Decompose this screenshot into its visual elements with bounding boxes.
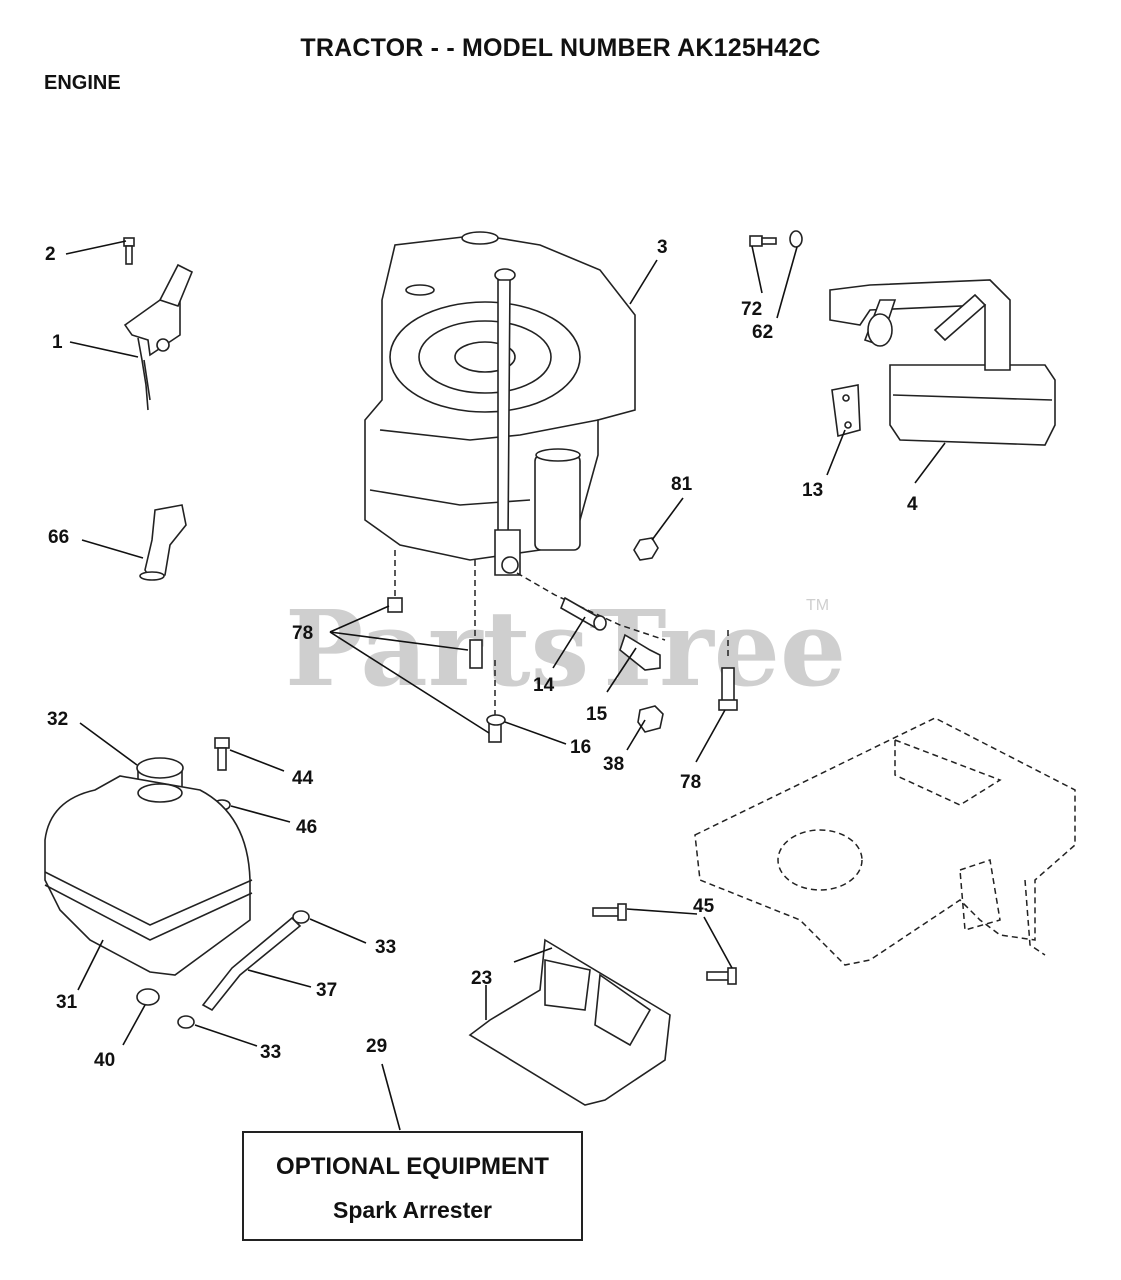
part-1-throttle-control[interactable] xyxy=(123,263,194,411)
part-44-screw[interactable] xyxy=(214,737,230,771)
part-66-knob[interactable] xyxy=(139,504,187,581)
callout-16: 16 xyxy=(570,737,591,758)
callout-4: 4 xyxy=(907,494,918,515)
callout-46: 46 xyxy=(296,817,317,838)
callout-81: 81 xyxy=(671,474,693,495)
part-3-engine[interactable] xyxy=(364,231,636,576)
callout-3: 3 xyxy=(657,237,668,258)
callout-2: 2 xyxy=(45,244,56,265)
callout-40: 40 xyxy=(94,1050,115,1071)
leader-lines xyxy=(65,240,946,1131)
callout-38: 38 xyxy=(603,754,624,775)
part-81-nut[interactable] xyxy=(633,537,659,561)
page-title: TRACTOR - - MODEL NUMBER AK125H42C xyxy=(300,34,821,62)
callout-31: 31 xyxy=(56,992,78,1013)
part-14-spacer[interactable] xyxy=(559,596,607,631)
callout-62: 62 xyxy=(752,322,773,343)
part-33-clamp-upper[interactable] xyxy=(292,910,310,924)
callout-23: 23 xyxy=(471,968,492,989)
callout-45: 45 xyxy=(693,896,715,917)
part-16-washer[interactable] xyxy=(486,714,506,726)
watermark-tm: TM xyxy=(806,597,829,614)
part-40-grommet[interactable] xyxy=(136,988,160,1006)
part-4-muffler[interactable] xyxy=(829,279,1056,446)
callout-78-right: 78 xyxy=(680,772,701,793)
callout-78-left: 78 xyxy=(292,623,313,644)
section-label: ENGINE xyxy=(44,72,121,94)
part-15-drain[interactable] xyxy=(619,633,661,671)
part-62-washer[interactable] xyxy=(789,230,803,248)
callout-33-lower: 33 xyxy=(260,1042,281,1063)
callout-72: 72 xyxy=(741,299,762,320)
optional-equipment-title: OPTIONAL EQUIPMENT xyxy=(276,1153,549,1180)
part-31-fuel-tank[interactable] xyxy=(44,775,253,976)
part-72-bolt[interactable] xyxy=(749,235,777,247)
callout-32: 32 xyxy=(47,709,68,730)
callout-1: 1 xyxy=(52,332,63,353)
part-23-heat-shield[interactable] xyxy=(468,938,671,1106)
part-33-clamp-lower[interactable] xyxy=(177,1015,195,1029)
part-45-bolts[interactable] xyxy=(592,903,737,985)
frame-reference xyxy=(694,717,1076,966)
part-38-nut[interactable] xyxy=(637,705,664,733)
callout-66: 66 xyxy=(48,527,69,548)
part-2-screw[interactable] xyxy=(123,237,135,265)
callout-15: 15 xyxy=(586,704,608,725)
callout-14: 14 xyxy=(533,675,555,696)
optional-equipment-box: OPTIONAL EQUIPMENT Spark Arrester xyxy=(242,1131,583,1241)
callout-44: 44 xyxy=(292,768,314,789)
part-13-gasket[interactable] xyxy=(831,384,861,438)
callout-33-upper: 33 xyxy=(375,937,396,958)
optional-equipment-subtitle: Spark Arrester xyxy=(333,1197,492,1223)
callout-13: 13 xyxy=(802,480,823,501)
callout-29: 29 xyxy=(366,1036,387,1057)
part-37-fuel-line[interactable] xyxy=(201,916,302,1012)
callout-37: 37 xyxy=(316,980,337,1001)
